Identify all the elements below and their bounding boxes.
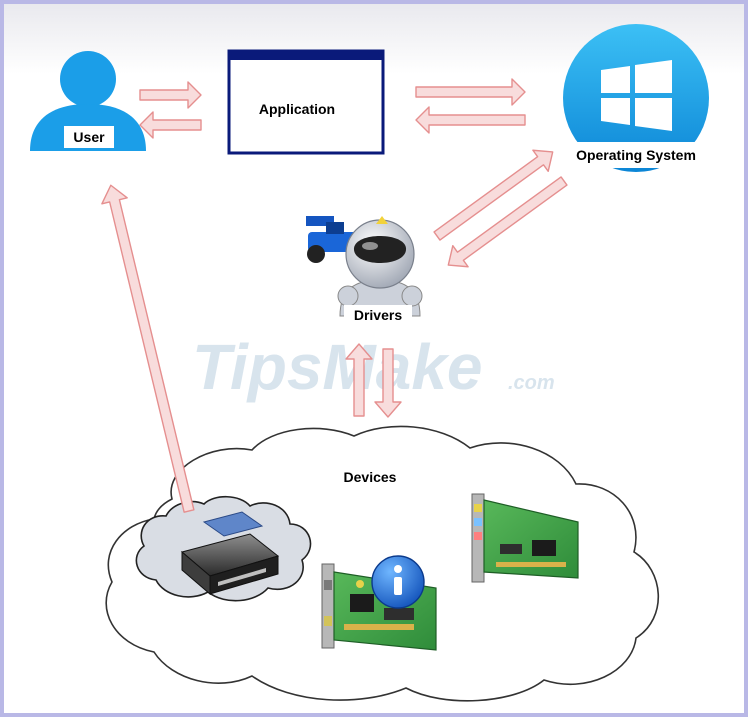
info-badge-icon [371,555,425,609]
printer-icon [180,511,280,596]
arrow-os-to-app [415,106,526,134]
user-node: User [30,51,146,151]
watermark-suffix: .com [508,372,555,394]
watermark-text: TipsMake [192,331,483,403]
application-label: Application [259,101,335,117]
watermark: TipsMake .com [192,331,555,403]
arrow-drivers-to-os [433,149,554,241]
application-node: Application [227,49,385,155]
arrows [101,78,568,513]
arrow-app-to-user [139,111,202,139]
drivers-label-bg [344,305,412,325]
driver-robot-icon [337,216,423,317]
windows-logo-icon [601,60,672,131]
devices-label: Devices [344,469,397,485]
drivers-label: Drivers [354,307,402,323]
arrow-app-to-os [415,78,526,106]
arrow-printer-to-user [101,184,195,513]
arrow-user-to-app [139,81,202,109]
diagram-canvas: TipsMake .com [30,24,712,702]
os-label: Operating System [576,147,696,163]
arrow-devices-to-drivers [345,343,373,417]
arrow-os-to-drivers [447,176,568,268]
drivers-node: Drivers [306,216,423,325]
user-label: User [73,129,105,145]
arrow-drivers-to-devices [374,348,402,418]
os-label-bg [564,142,712,168]
os-node: Operating System [563,24,712,172]
network-card-icon [471,493,579,583]
user-label-bg [64,126,114,148]
